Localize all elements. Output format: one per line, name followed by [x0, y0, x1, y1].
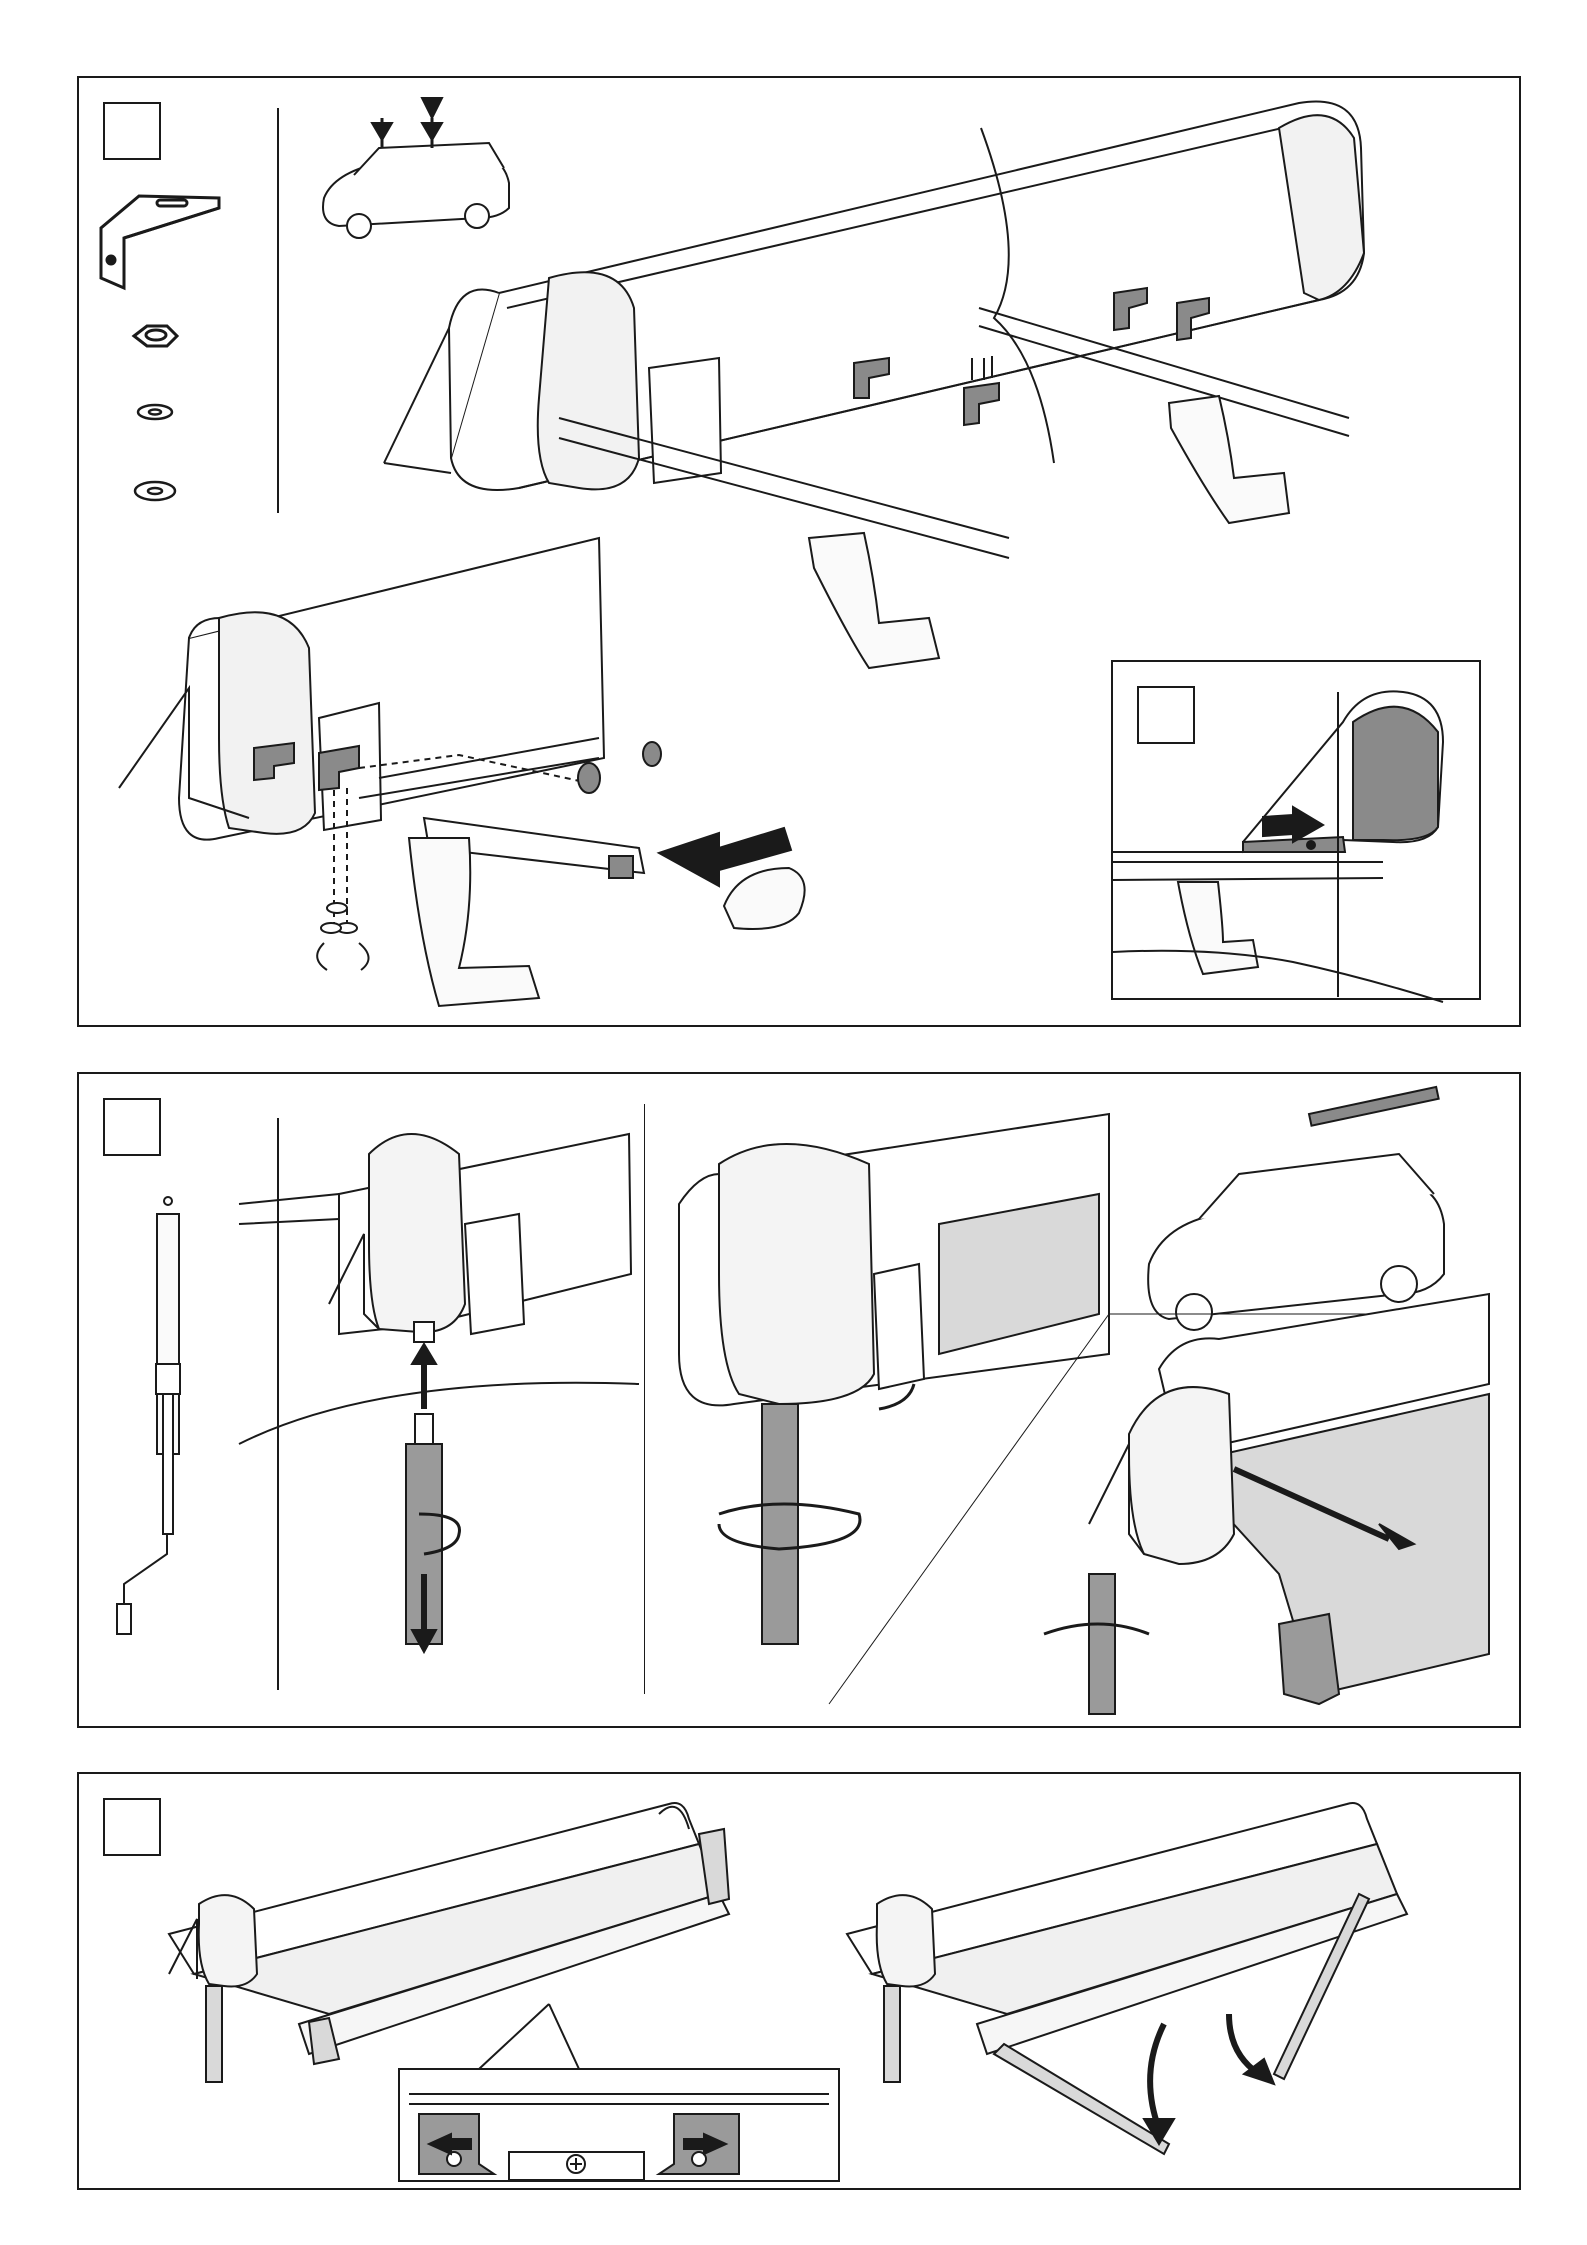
- step-1-panel: [77, 76, 1521, 1027]
- awning-closed-illustration: [169, 1803, 729, 2082]
- step-2-panel: [77, 1072, 1521, 1728]
- car-with-awning-illustration: [1148, 1087, 1444, 1330]
- substep-awning-extend: [1044, 1294, 1489, 1714]
- washer-icon: [138, 405, 172, 419]
- crank-handle-icon: [117, 1197, 180, 1634]
- step-3-illustration: [79, 1774, 1523, 2192]
- step-3-panel: [77, 1772, 1521, 2190]
- awning-with-legs-illustration: [847, 1803, 1407, 2154]
- car-roof-arrows-illustration: [323, 98, 509, 238]
- nut-icon: [134, 326, 177, 346]
- step-2-illustration: [79, 1074, 1523, 1730]
- inset-illustration: [1113, 662, 1483, 1002]
- step-1-detail-inset: [1111, 660, 1481, 1000]
- latch-detail-inset: [399, 2069, 839, 2181]
- bracket-icon: [101, 196, 219, 288]
- substep-crank-insert: [239, 1134, 639, 1652]
- endcap-detail-illustration: [119, 538, 805, 1006]
- spring-washer-icon: [135, 482, 175, 500]
- substep-crank-turn: [679, 1114, 1109, 1644]
